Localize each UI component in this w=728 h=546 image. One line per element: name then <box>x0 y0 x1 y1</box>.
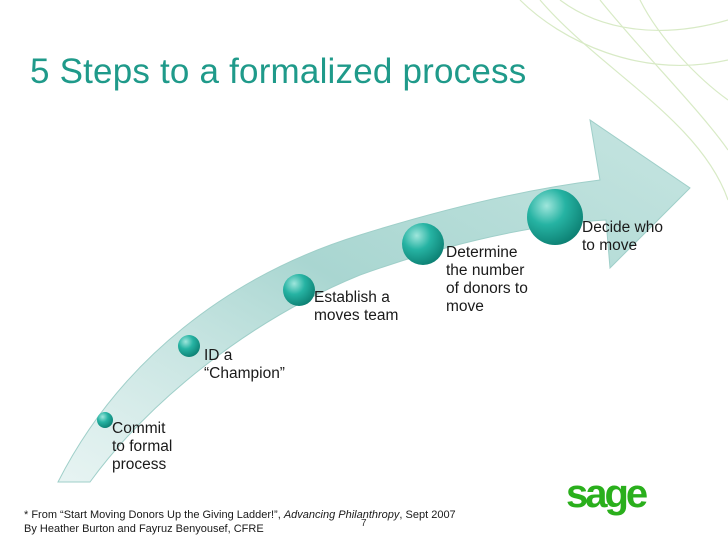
step-2-bubble <box>178 335 200 357</box>
step-4-bubble <box>402 223 444 265</box>
footnote-publication: Advancing Philanthropy <box>283 509 400 521</box>
step-3-bubble <box>283 274 315 306</box>
step-1-label: Commit to formal process <box>112 420 173 473</box>
step-1-bubble <box>97 412 113 428</box>
slide-title: 5 Steps to a formalized process <box>30 52 527 91</box>
page-number: 7 <box>361 518 367 529</box>
footnote-authors: By Heather Burton and Fayruz Benyousef, … <box>24 523 264 535</box>
sage-logo: sage <box>566 472 648 516</box>
footnote: * From “Start Moving Donors Up the Givin… <box>24 508 456 536</box>
step-5-label: Decide who to move <box>582 219 663 254</box>
step-4-label: Determine the number of donors to move <box>446 244 528 315</box>
footnote-citation: * From “Start Moving Donors Up the Givin… <box>24 509 456 521</box>
step-5-bubble <box>527 189 583 245</box>
step-3-label: Establish a moves team <box>314 289 399 324</box>
decorative-swirls <box>519 0 728 201</box>
step-2-label: ID a “Champion” <box>204 347 285 382</box>
